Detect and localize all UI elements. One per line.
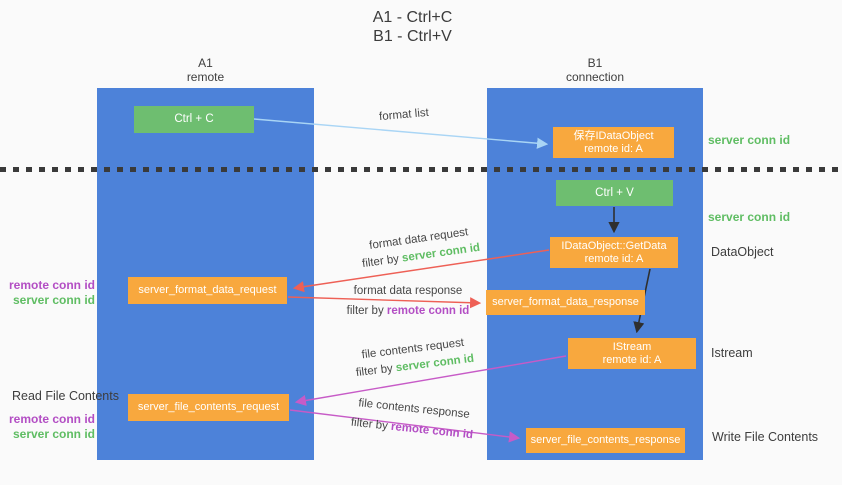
right-label-istream: Istream xyxy=(711,346,753,360)
node-server-file-contents-request: server_file_contents_request xyxy=(128,394,289,421)
filter-by-text: filter by xyxy=(361,252,403,271)
node-save-idataobject: 保存IDataObject remote id: A xyxy=(553,127,674,158)
column-a1-id: A1 xyxy=(198,56,213,70)
node-server-file-contents-response: server_file_contents_response xyxy=(526,428,685,453)
label-format-data-request: format data request filter by server con… xyxy=(356,223,484,274)
left-label-server-conn-id-2: server conn id xyxy=(12,427,95,441)
getdata-line2: remote id: A xyxy=(584,252,644,265)
getdata-line1: IDataObject::GetData xyxy=(561,239,667,252)
save-idataobject-line1: 保存IDataObject xyxy=(573,129,654,142)
label-format-list: format list xyxy=(378,106,430,124)
filter-by-text: filter by xyxy=(350,416,392,433)
server-file-contents-request-label: server_file_contents_request xyxy=(137,401,280,413)
node-ctrl-v: Ctrl + V xyxy=(556,180,673,206)
column-header-b1: B1 connection xyxy=(487,56,703,84)
left-label-remote-conn-id-2: remote conn id xyxy=(8,412,95,426)
label-file-contents-response: file contents response filter by remote … xyxy=(341,392,484,446)
column-a1-role: remote xyxy=(186,70,225,84)
right-label-server-conn-id-2: server conn id xyxy=(708,210,791,224)
dotted-separator-line xyxy=(0,167,842,172)
server-format-data-response-label: server_format_data_response xyxy=(492,296,639,308)
filter-by-text: filter by xyxy=(355,362,397,380)
remote-conn-id-key: remote conn id xyxy=(386,305,470,317)
node-ctrl-c: Ctrl + C xyxy=(134,106,254,133)
title-line-a1: A1 - Ctrl+C xyxy=(372,9,453,26)
server-format-data-request-label: server_format_data_request xyxy=(138,284,277,296)
node-idataobject-getdata: IDataObject::GetData remote id: A xyxy=(550,237,678,268)
save-idataobject-line2: remote id: A xyxy=(584,142,643,155)
left-label-remote-conn-id-1: remote conn id xyxy=(8,278,95,292)
istream-line2: remote id: A xyxy=(602,353,662,366)
label-format-data-response: format data response filter by remote co… xyxy=(340,281,476,321)
right-label-write-file-contents: Write File Contents xyxy=(712,430,819,444)
node-server-format-data-request: server_format_data_request xyxy=(128,277,287,304)
column-b1-role: connection xyxy=(565,70,625,84)
filter-by-text: filter by xyxy=(346,305,387,317)
remote-conn-id-key: remote conn id xyxy=(390,420,474,442)
left-label-server-conn-id-1: server conn id xyxy=(12,293,95,307)
column-b1-id: B1 xyxy=(587,56,603,70)
node-istream: IStream remote id: A xyxy=(568,338,696,369)
ctrl-v-label: Ctrl + V xyxy=(595,186,634,199)
right-label-server-conn-id-1: server conn id xyxy=(708,133,791,147)
istream-line1: IStream xyxy=(612,340,652,353)
column-header-a1: A1 remote xyxy=(97,56,314,84)
ctrl-c-label: Ctrl + C xyxy=(174,113,214,125)
label-file-contents-request: file contents request filter by server c… xyxy=(350,334,477,383)
right-label-dataobject: DataObject xyxy=(711,245,774,259)
left-label-read-file-contents: Read File Contents xyxy=(11,389,119,403)
format-data-response-text: format data response xyxy=(353,285,463,297)
format-data-response-filter: filter by remote conn id xyxy=(340,301,476,321)
title-line-b1: B1 - Ctrl+V xyxy=(373,28,452,45)
server-file-contents-response-label: server_file_contents_response xyxy=(530,434,681,446)
node-server-format-data-response: server_format_data_response xyxy=(486,290,645,315)
diagram-title: A1 - Ctrl+C B1 - Ctrl+V xyxy=(330,8,495,46)
